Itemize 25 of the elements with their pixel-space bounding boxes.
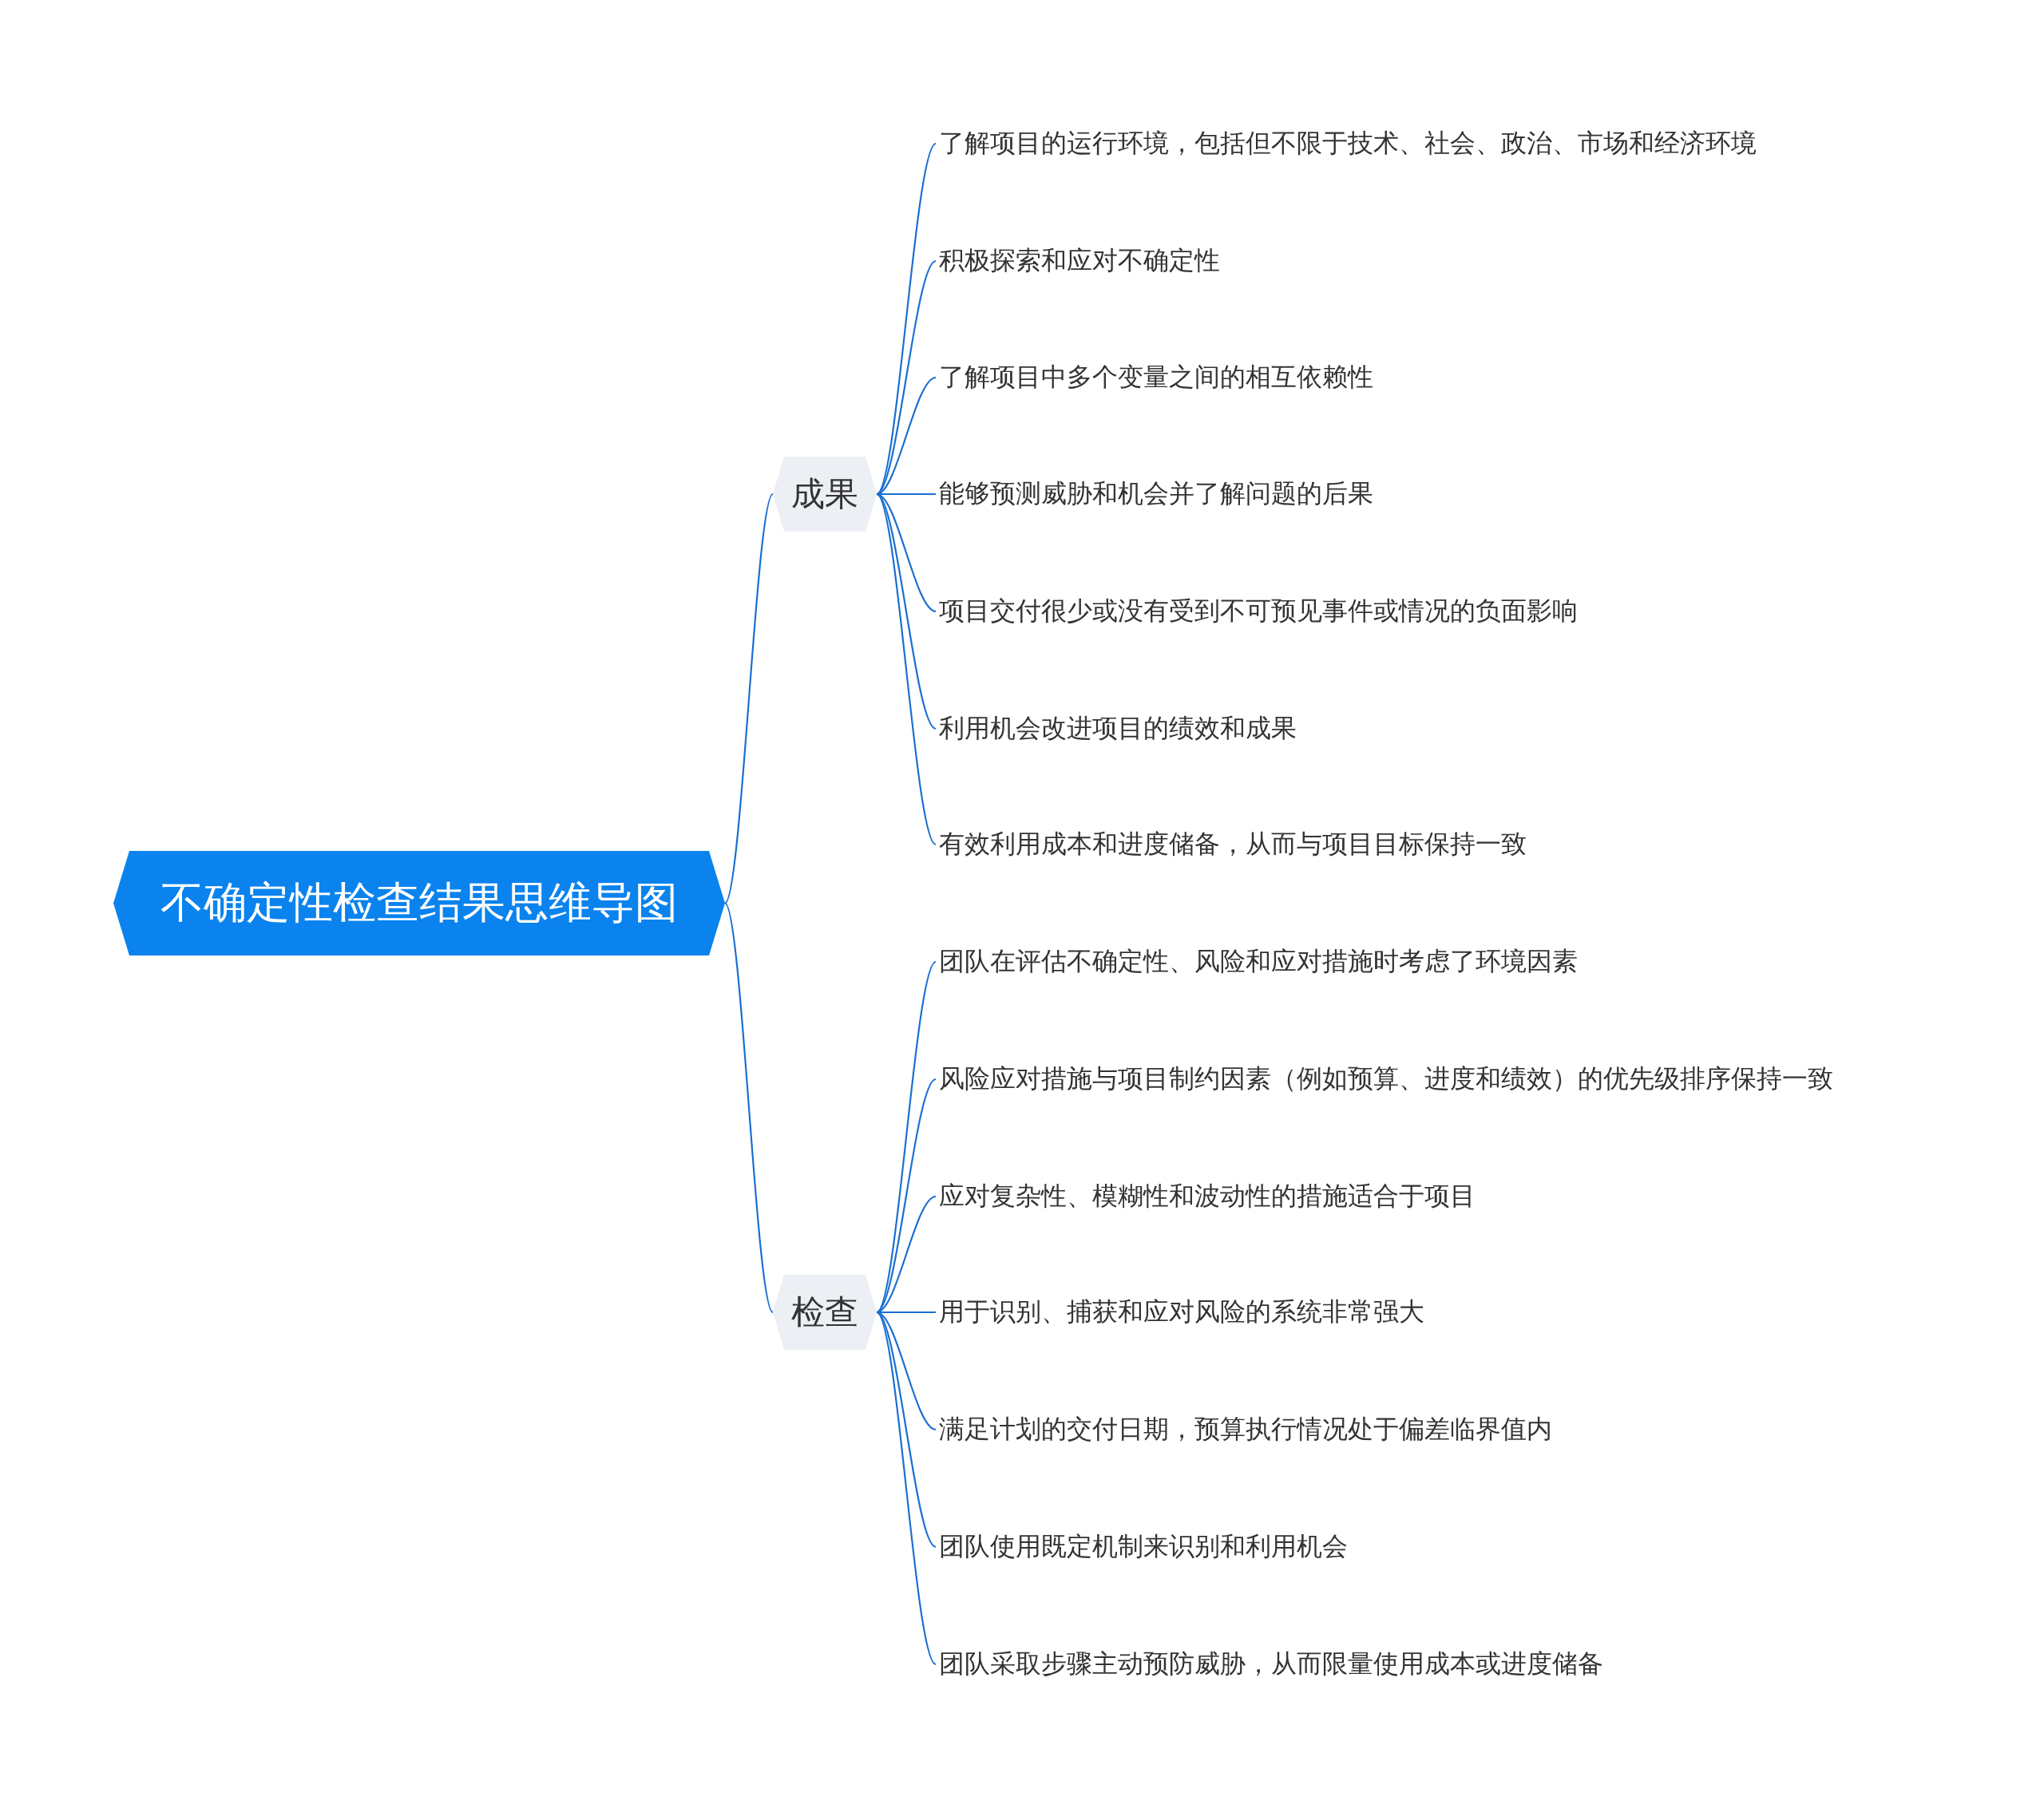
leaf-topic-text: 积极探索和应对不确定性 xyxy=(936,239,1223,283)
leaf-topic-text: 应对复杂性、模糊性和波动性的措施适合于项目 xyxy=(936,1174,1479,1219)
leaf-topic-text: 了解项目中多个变量之间的相互依赖性 xyxy=(936,355,1377,400)
leaf-topic-text: 用于识别、捕获和应对风险的系统非常强大 xyxy=(936,1290,1428,1335)
branch-topic-box: 检查 xyxy=(773,1275,877,1350)
leaf-topic-text: 能够预测威胁和机会并了解问题的后果 xyxy=(936,472,1377,516)
connector-line xyxy=(876,493,937,845)
root-topic-box: 不确定性检查结果思维导图 xyxy=(113,851,725,955)
leaf-topic-text: 满足计划的交付日期，预算执行情况处于偏差临界值内 xyxy=(936,1407,1555,1452)
leaf-topic-text: 团队使用既定机制来识别和利用机会 xyxy=(936,1525,1351,1569)
leaf-topic-text: 团队在评估不确定性、风险和应对措施时考虑了环境因素 xyxy=(936,940,1581,984)
leaf-topic-text: 有效利用成本和进度储备，从而与项目目标保持一致 xyxy=(936,822,1530,867)
leaf-topic-text: 风险应对措施与项目制约因素（例如预算、进度和绩效）的优先级排序保持一致 xyxy=(936,1057,1836,1102)
connector-line xyxy=(876,1078,937,1313)
leaf-topic-text: 团队采取步骤主动预防威胁，从而限量使用成本或进度储备 xyxy=(936,1642,1606,1687)
connector-line xyxy=(724,903,774,1313)
connector-line xyxy=(876,961,937,1313)
connector-line xyxy=(876,143,937,495)
leaf-topic-text: 利用机会改进项目的绩效和成果 xyxy=(936,706,1300,751)
connector-line xyxy=(876,1311,937,1665)
branch-topic-box: 成果 xyxy=(773,457,877,532)
leaf-topic-text: 项目交付很少或没有受到不可预见事件或情况的负面影响 xyxy=(936,589,1581,634)
connector-line xyxy=(724,493,774,904)
leaf-topic-text: 了解项目的运行环境，包括但不限于技术、社会、政治、市场和经济环境 xyxy=(936,121,1760,166)
connector-line xyxy=(876,260,937,495)
